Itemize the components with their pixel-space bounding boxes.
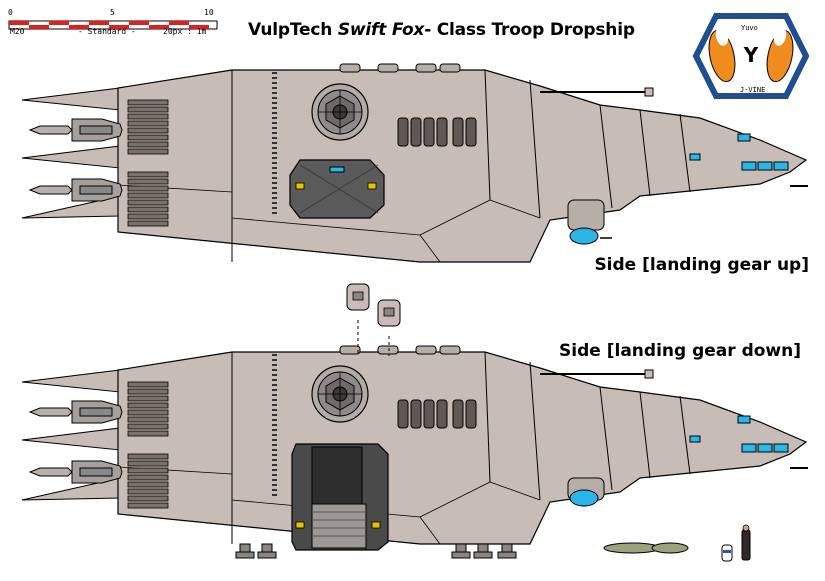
ship-gear-up [22, 64, 808, 262]
scale-bar: 0 5 10 [8, 8, 218, 42]
scale-caption-mid: - Standard - [78, 27, 136, 36]
page-title: VulpTech Swift Fox- Class Troop Dropship [248, 20, 635, 40]
scale-tick-0: 0 [8, 8, 13, 17]
logo-top-text: Yuvo [741, 24, 758, 32]
scale-caption-right: 20px : 1m [163, 27, 207, 36]
view-label-gear-up: Side [landing gear up] [594, 255, 809, 275]
logo-center-text: Y [743, 43, 759, 67]
title-italic: Swift Fox [337, 20, 425, 40]
ship-gear-down [22, 346, 808, 559]
logo-bottom-text: J-VINE [740, 86, 765, 94]
title-prefix: VulpTech [248, 20, 338, 40]
scale-tick-10: 10 [204, 8, 214, 17]
detached-pods [346, 283, 401, 356]
scale-tick-5: 5 [110, 8, 115, 17]
scale-caption-left: M20 [10, 27, 25, 36]
view-label-gear-down: Side [landing gear down] [559, 341, 801, 361]
vulptech-logo: Yuvo Y J-VINE [692, 13, 810, 99]
scale-ruler [8, 20, 218, 30]
title-suffix: - Class Troop Dropship [424, 20, 635, 40]
scale-figures [603, 524, 751, 562]
